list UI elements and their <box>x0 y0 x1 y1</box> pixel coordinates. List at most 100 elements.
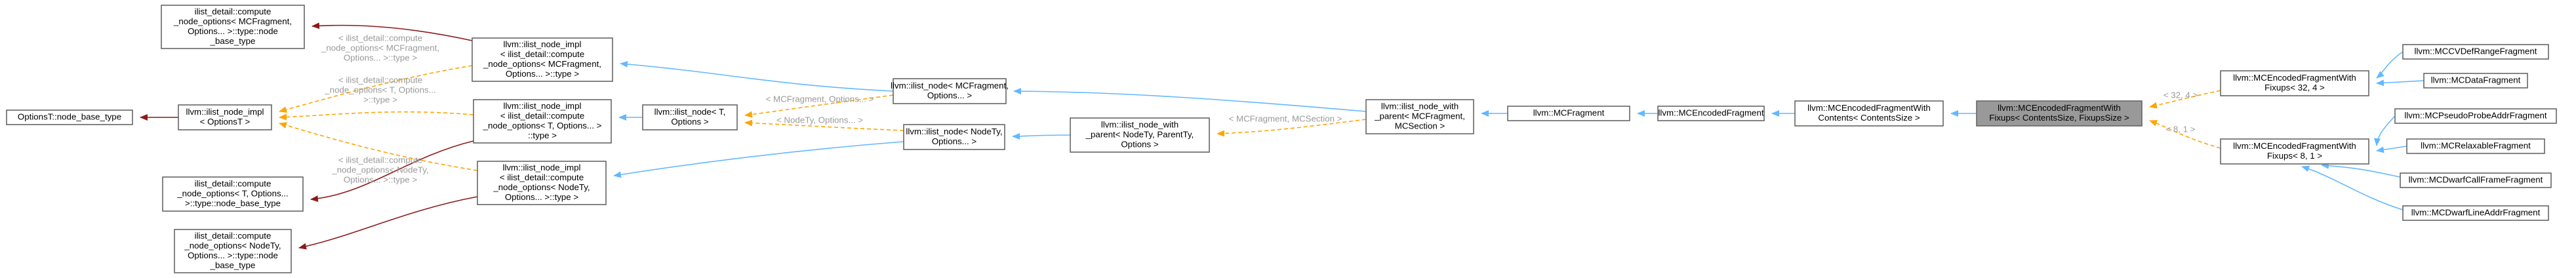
class-node-n7[interactable]: llvm::ilist_node_impl< ilist_detail::com… <box>472 37 613 82</box>
edge-label-line: Options... >::type > <box>344 53 418 63</box>
edge-n18-to-n1 <box>2149 90 2221 109</box>
class-node-box <box>472 37 613 82</box>
class-node-label-line: Options > <box>671 117 709 127</box>
class-node-label-line: Options... > <box>927 90 973 100</box>
class-node-label-line: _parent< NodeTy, ParentTy, <box>1085 130 1194 140</box>
class-node-n6[interactable]: llvm::ilist_node< MCFragment,Options... … <box>891 78 1009 104</box>
class-node-label-line: llvm::MCDataFragment <box>2431 75 2521 85</box>
class-node-n17[interactable]: llvm::ilist_node_with_parent< NodeTy, Pa… <box>1070 117 1210 153</box>
class-node-label-line: ilist_detail::compute <box>195 7 272 16</box>
edge-n24-to-n21 <box>2321 162 2401 178</box>
class-node-n19[interactable]: llvm::MCCVDefRangeFragment <box>2402 44 2549 60</box>
class-node-box <box>1507 106 1630 121</box>
edge-n11-to-n9 <box>279 111 474 121</box>
edge-label-l7: < ilist_detail::compute_node_options< T,… <box>324 75 435 105</box>
class-node-label-line: llvm::MCEncodedFragmentWith <box>2233 73 2356 83</box>
class-node-box <box>1365 99 1474 134</box>
edge-n19-to-n18 <box>2376 51 2404 79</box>
class-node-box <box>893 78 1007 104</box>
class-node-label-line: llvm::MCFragment <box>1533 108 1605 118</box>
class-node-n15[interactable]: ilist_detail::compute_node_options< Node… <box>174 229 292 273</box>
class-node-label-line: ilist_detail::compute <box>195 231 272 241</box>
class-node-n16[interactable]: llvm::ilist_node< NodeTy,Options... > <box>903 124 1005 150</box>
class-node-box <box>1976 100 2143 127</box>
class-node-n9[interactable]: llvm::ilist_node_impl< OptionsT > <box>178 104 272 130</box>
class-node-label-line: ilist_detail::compute <box>195 179 272 189</box>
edge-label-l1: < 32, 4 > <box>2163 90 2198 100</box>
class-node-label-line: _base_type <box>210 36 256 46</box>
class-node-box <box>1794 100 1944 127</box>
class-node-n3[interactable]: llvm::MCEncodedFragment <box>1657 106 1765 121</box>
edge-n25-to-n21 <box>2301 165 2404 210</box>
class-node-n8[interactable]: ilist_detail::compute_node_options< MCFr… <box>161 5 305 49</box>
edge-label-l5: < NodeTy, Options... > <box>776 115 863 125</box>
edge-label-l8: < ilist_detail::compute_node_options< No… <box>331 155 428 185</box>
class-node-box <box>174 229 292 273</box>
edge-label-line: < 8, 1 > <box>2165 125 2195 134</box>
class-node-label-line: llvm::MCEncodedFragment <box>1658 108 1763 118</box>
class-node-box <box>2402 205 2549 221</box>
edge-label-line: < MCFragment, MCSection > <box>1229 114 1342 124</box>
class-node-label-line: _parent< MCFragment, <box>1374 111 1465 121</box>
class-node-label-line: OptionsT::node_base_type <box>18 112 121 122</box>
class-node-box <box>642 104 738 130</box>
class-node-label-line: _node_options< NodeTy, <box>493 182 590 192</box>
edge-label-line: < ilist_detail::compute <box>338 75 422 85</box>
class-node-n4[interactable]: llvm::MCFragment <box>1507 106 1630 121</box>
edge-n5-to-n6 <box>1013 88 1367 112</box>
class-node-label-line: llvm::ilist_node_impl <box>503 163 581 172</box>
class-node-label-line: Fixups< 8, 1 > <box>2267 151 2322 161</box>
class-node-label-line: >::type::node_base_type <box>185 199 281 208</box>
class-node-n5[interactable]: llvm::ilist_node_with_parent< MCFragment… <box>1365 99 1474 134</box>
class-node-n14[interactable]: llvm::ilist_node_impl< ilist_detail::com… <box>477 161 607 205</box>
class-node-box <box>2423 73 2528 89</box>
class-node-label-line: Options... >::type > <box>505 192 579 202</box>
edge-n17-to-n16 <box>1012 132 1071 140</box>
class-node-box <box>2406 138 2545 154</box>
class-node-label-line: ::type > <box>528 130 557 140</box>
class-node-label-line: Options... >::type::node <box>188 250 278 260</box>
class-node-label-line: llvm::ilist_node< T, <box>654 107 726 117</box>
class-node-n10[interactable]: OptionsT::node_base_type <box>6 109 133 125</box>
class-node-n25[interactable]: llvm::MCDwarfLineAddrFragment <box>2402 205 2549 221</box>
edge-n21-to-n1 <box>2149 120 2221 149</box>
class-node-n13[interactable]: llvm::ilist_node< T,Options > <box>642 104 738 130</box>
class-node-box <box>473 99 612 144</box>
class-node-label-line: Options... > <box>932 136 977 146</box>
class-node-box <box>178 104 272 130</box>
class-node-label-line: Fixups< 32, 4 > <box>2264 83 2325 92</box>
edge-label-line: < ilist_detail::compute <box>338 155 422 165</box>
edge-n6-to-n13 <box>744 94 894 118</box>
class-node-label-line: < ilist_detail::compute <box>500 111 584 121</box>
class-node-label-line: llvm::ilist_node_impl <box>186 107 264 117</box>
edge-label-line: Options... >::type > <box>344 175 418 185</box>
class-node-n23[interactable]: llvm::MCRelaxableFragment <box>2406 138 2545 154</box>
edge-label-l2: < 8, 1 > <box>2165 125 2195 134</box>
class-node-n12[interactable]: ilist_detail::compute_node_options< T, O… <box>162 176 304 212</box>
edge-n11-to-n12 <box>310 140 474 202</box>
class-node-n11[interactable]: llvm::ilist_node_impl< ilist_detail::com… <box>473 99 612 144</box>
edge-n16-to-n14 <box>613 141 904 178</box>
edge-n14-to-n9 <box>279 122 478 171</box>
class-node-label-line: llvm::ilist_node_impl <box>504 39 582 49</box>
class-node-label-line: Options... >::type::node <box>188 26 278 36</box>
edge-label-line: _node_options< T, Options... <box>324 85 435 95</box>
edge-label-line: < 32, 4 > <box>2163 90 2198 100</box>
class-node-n20[interactable]: llvm::MCDataFragment <box>2423 73 2528 89</box>
class-node-label-line: llvm::ilist_node_with <box>1381 102 1459 111</box>
class-node-box <box>2220 70 2369 96</box>
edge-n14-to-n15 <box>298 196 478 250</box>
edge-n5-to-n17 <box>1217 119 1367 137</box>
class-node-box <box>1657 106 1765 121</box>
edge-label-line: >::type > <box>363 95 397 105</box>
class-node-label-line: llvm::ilist_node_with <box>1101 120 1178 130</box>
class-node-box <box>6 109 133 125</box>
edge-n7-to-n9 <box>279 65 473 113</box>
class-node-n24[interactable]: llvm::MCDwarfCallFrameFragment <box>2400 172 2552 188</box>
class-node-n22[interactable]: llvm::MCPseudoProbeAddrFragment <box>2394 108 2557 124</box>
